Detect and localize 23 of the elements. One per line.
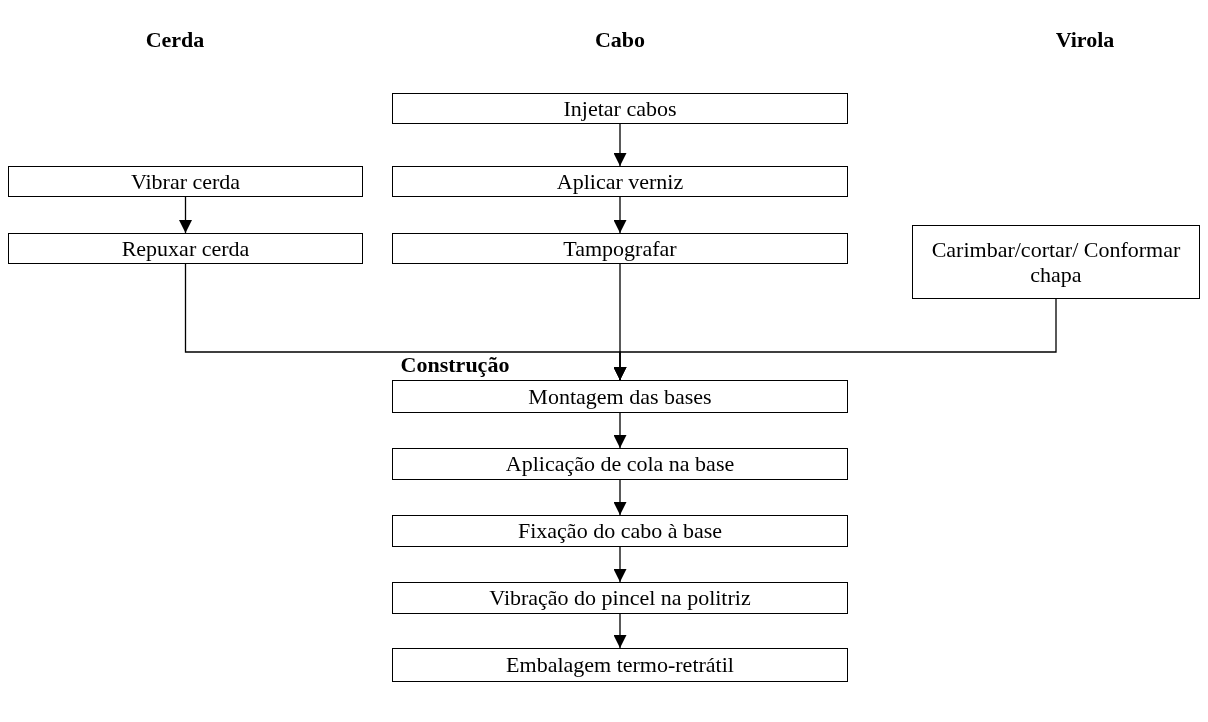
arrow [613,412,627,449]
process-box: Fixação do cabo à base [392,515,848,547]
column-heading: Cabo [594,29,646,51]
process-box: Repuxar cerda [8,233,363,264]
column-heading: Virola [1055,29,1115,51]
arrow [179,196,192,234]
arrow [613,196,627,234]
process-box: Aplicar verniz [392,166,848,197]
process-box: Vibração do pincel na politriz [392,582,848,614]
arrow [613,298,1057,381]
process-box: Vibrar cerda [8,166,363,197]
process-box: Montagem das bases [392,380,848,413]
process-box: Carimbar/cortar/ Conformar chapa [912,225,1200,299]
process-box: Tampografar [392,233,848,264]
process-box: Injetar cabos [392,93,848,124]
arrow [613,546,627,583]
arrow [613,479,627,516]
process-box: Aplicação de cola na base [392,448,848,480]
column-heading: Construção [400,354,510,376]
process-box: Embalagem termo-retrátil [392,648,848,682]
arrow [613,123,627,167]
arrow [613,613,627,649]
column-heading: Cerda [145,29,205,51]
